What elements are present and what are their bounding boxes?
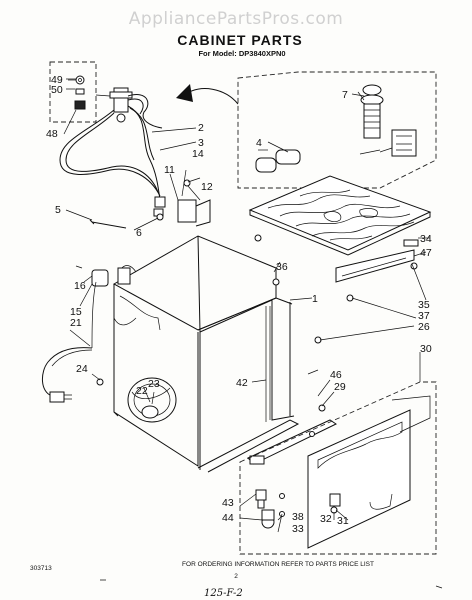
model-line: For Model: DP3840XPN0 [198,49,285,58]
callout-14: 14 [192,148,204,160]
watermark: AppliancePartsPros.com [129,9,344,29]
callout-36: 36 [276,261,288,273]
callout-23: 23 [148,378,160,390]
callout-46: 46 [330,369,342,381]
callout-4: 4 [256,137,262,149]
callout-29: 29 [334,381,346,393]
callout-26: 26 [418,321,430,333]
callout-44: 44 [222,512,234,524]
page-number: 2 [234,573,238,580]
callout-22: 22 [136,385,148,397]
callout-49: 49 [51,74,63,86]
direction-arrow [176,84,239,105]
center-small-parts [156,173,280,286]
callout-16: 16 [74,280,86,292]
callout-21: 21 [70,317,82,329]
cabinet-body [112,235,300,473]
callout-1: 1 [312,293,318,305]
callout-35: 35 [418,299,430,311]
callout-38: 38 [292,511,304,523]
callout-42: 42 [236,377,248,389]
bottom-rail-and-leveling-legs [247,336,338,529]
rear-panel-detail-box [239,381,437,555]
drain-hose-clip [89,219,127,229]
dispenser-detail-box [237,71,437,189]
callout-12: 12 [201,181,213,193]
callout-3: 3 [198,137,204,149]
callout-50: 50 [51,84,63,96]
callout-33: 33 [292,523,304,535]
callout-labels: 49 50 48 2 3 14 11 12 5 6 4 7 36 34 47 3… [46,74,432,535]
callout-32: 32 [320,513,332,525]
switch-and-power-cord [42,265,109,403]
callout-7: 7 [342,89,348,101]
callout-6: 6 [136,227,142,239]
handwritten-note: 125-F-2 [204,588,243,599]
callout-48: 48 [46,128,58,140]
ordering-note: FOR ORDERING INFORMATION REFER TO PARTS … [182,561,374,568]
water-valve-and-hoses [59,87,166,217]
diagram-title: CABINET PARTS [177,32,303,48]
callout-34: 34 [420,233,432,245]
callout-31: 31 [337,515,349,527]
callout-30: 30 [420,343,432,355]
callout-43: 43 [222,497,234,509]
callout-47: 47 [420,247,432,259]
doc-code: 303713 [30,565,52,572]
callout-24: 24 [76,363,88,375]
callout-5: 5 [55,204,61,216]
callout-15: 15 [70,306,82,318]
cabinet-top-wood [248,175,432,256]
callout-37: 37 [418,310,430,322]
callout-11: 11 [164,164,175,176]
leader-lines [63,79,430,533]
fill-valve-detail-box [49,61,111,123]
callout-2: 2 [198,122,204,134]
